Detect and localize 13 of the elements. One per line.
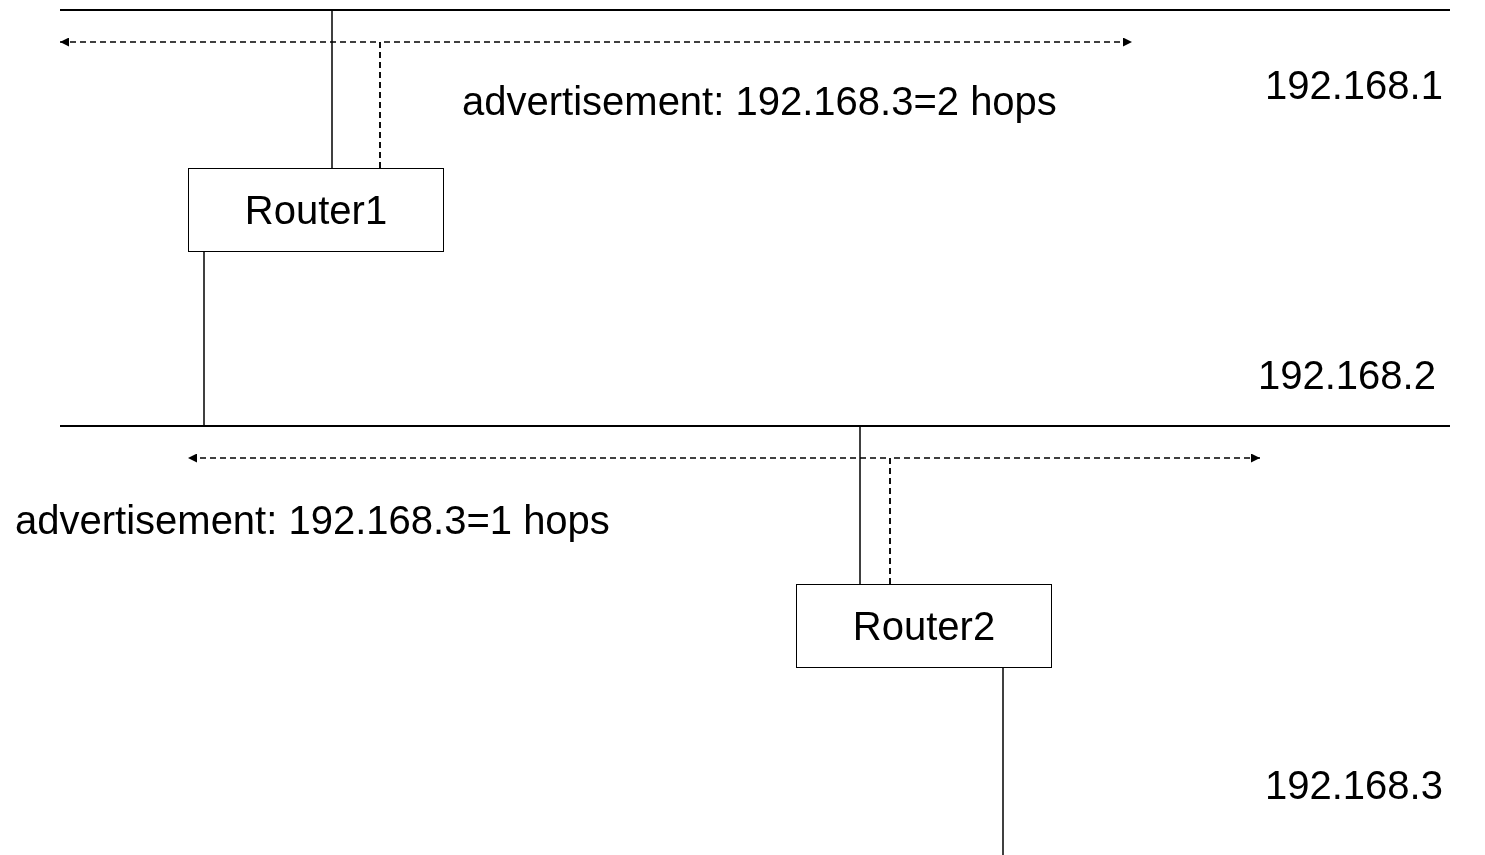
link-line bbox=[859, 426, 861, 585]
network-address: 192.168.1 bbox=[1265, 62, 1443, 108]
link-line bbox=[203, 251, 205, 426]
router-box: Router2 bbox=[796, 584, 1052, 668]
link-line bbox=[1002, 667, 1004, 855]
network-address: 192.168.3 bbox=[1265, 762, 1480, 808]
router-box: Router1 bbox=[188, 168, 444, 252]
advertisement-arrow bbox=[379, 37, 1133, 169]
network-address: 192.168.2 bbox=[1258, 352, 1436, 398]
advertisement-note: advertisement: 192.168.3=1 hops bbox=[15, 497, 610, 543]
link-line bbox=[331, 10, 333, 169]
advertisement-note: advertisement: 192.168.3=2 hops bbox=[462, 78, 1057, 124]
advertisement-arrow bbox=[889, 453, 1261, 585]
